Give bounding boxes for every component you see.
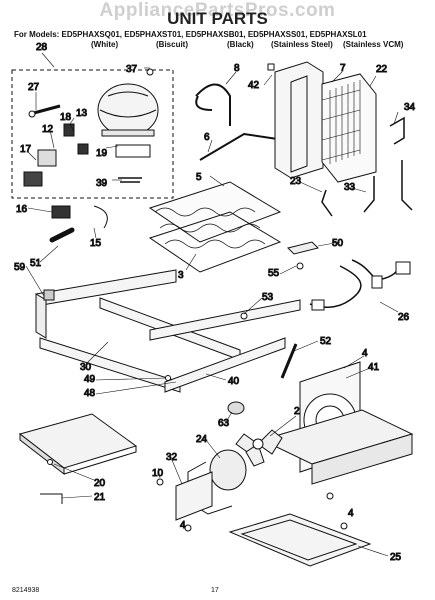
variant-stainless-vcm: (Stainless VCM): [343, 40, 404, 49]
screw-49: [165, 375, 171, 381]
page-title: UNIT PARTS: [167, 9, 268, 28]
part-51: [49, 227, 75, 243]
leader-lines: [25, 52, 399, 557]
tube-23: [321, 189, 333, 217]
motor-bracket: [175, 471, 213, 521]
screw-10: [156, 478, 164, 486]
callout-5: 5: [196, 172, 202, 183]
condenser-fan: [235, 429, 283, 467]
callout-2: 2: [294, 406, 300, 417]
callout-13: 13: [76, 108, 88, 119]
part-21: [40, 493, 63, 504]
callout-33: 33: [344, 182, 356, 193]
overload-parts: [28, 104, 151, 183]
base-frame: [35, 269, 301, 393]
callout-10: 10: [152, 468, 164, 479]
watermark: AppliancePartsPros.com: [99, 0, 336, 21]
variant-white: (White): [91, 40, 119, 49]
clip-50: [287, 241, 319, 255]
callout-55: 55: [268, 268, 280, 279]
callout-6: 6: [204, 132, 210, 143]
screw-4b: [340, 522, 348, 530]
callout-30: 30: [80, 362, 92, 373]
fan-shroud: [260, 361, 414, 485]
callout-52: 52: [320, 336, 332, 347]
callout-53: 53: [262, 292, 274, 303]
screw-4: [184, 524, 192, 532]
callout-39: 39: [96, 178, 108, 189]
callout-16: 16: [16, 204, 28, 215]
callout-59: 59: [14, 262, 26, 273]
callout-labels: 28 37 8 7 22 42 27 12 13 18 17 19 39 6 3…: [14, 42, 417, 564]
compressor-kit-box: [11, 69, 174, 199]
callout-15: 15: [90, 238, 102, 249]
callout-8: 8: [234, 63, 240, 74]
evaporator-coil: [148, 181, 282, 273]
callout-42: 42: [248, 80, 260, 91]
model-list: For Models: ED5PHAXSQ01, ED5PHAXST01, ED…: [14, 30, 367, 39]
callout-18: 18: [60, 112, 72, 123]
compressor: [97, 68, 159, 137]
part-52: [280, 343, 298, 379]
condenser-cover: [267, 61, 324, 179]
bushing-63: [227, 401, 245, 415]
callout-51: 51: [30, 258, 42, 269]
wiring-harness: [309, 259, 411, 311]
document-number: 8214938: [12, 587, 40, 594]
suction-tube: [199, 132, 285, 161]
callout-19: 19: [96, 148, 108, 159]
callout-50: 50: [332, 238, 344, 249]
variant-black: (Black): [227, 40, 254, 49]
callout-20: 20: [94, 478, 106, 489]
callout-21: 21: [94, 492, 106, 503]
callout-12: 12: [42, 124, 54, 135]
callout-41: 41: [368, 362, 380, 373]
wire-15: [93, 205, 108, 229]
callout-25: 25: [390, 552, 402, 563]
callout-22: 22: [376, 64, 388, 75]
callout-17: 17: [20, 144, 32, 155]
callout-34: 34: [404, 102, 416, 113]
callout-3: 3: [178, 270, 184, 281]
callout-49: 49: [84, 374, 96, 385]
variant-biscuit: (Biscuit): [156, 40, 188, 49]
callout-27: 27: [28, 82, 40, 93]
page-number: 17: [211, 587, 219, 594]
variant-stainless-steel: (Stainless Steel): [271, 40, 333, 49]
callout-24: 24: [196, 434, 208, 445]
callout-4: 4: [362, 348, 368, 359]
screw-4c: [326, 492, 334, 500]
screw-53: [240, 312, 248, 320]
callout-63: 63: [218, 418, 230, 429]
drain-pan: [228, 513, 372, 567]
callout-32: 32: [166, 452, 178, 463]
callout-7: 7: [340, 63, 346, 74]
callout-4-base: 4: [348, 508, 354, 519]
callout-26: 26: [398, 312, 410, 323]
callout-40: 40: [228, 376, 240, 387]
insulation-pad: [18, 413, 138, 476]
drain-tube: [389, 116, 405, 145]
start-relay: [23, 149, 57, 187]
capillary-tube: [363, 160, 413, 213]
callout-48: 48: [84, 388, 96, 399]
callout-28: 28: [36, 42, 48, 53]
callout-4-screw: 4: [180, 520, 186, 531]
callout-37: 37: [126, 64, 138, 75]
screw-55: [296, 262, 304, 270]
discharge-tube: [195, 83, 231, 126]
condenser-coil: [321, 73, 377, 183]
tube-bend: [195, 95, 213, 111]
callout-23: 23: [290, 176, 302, 187]
part-16: [51, 205, 71, 219]
